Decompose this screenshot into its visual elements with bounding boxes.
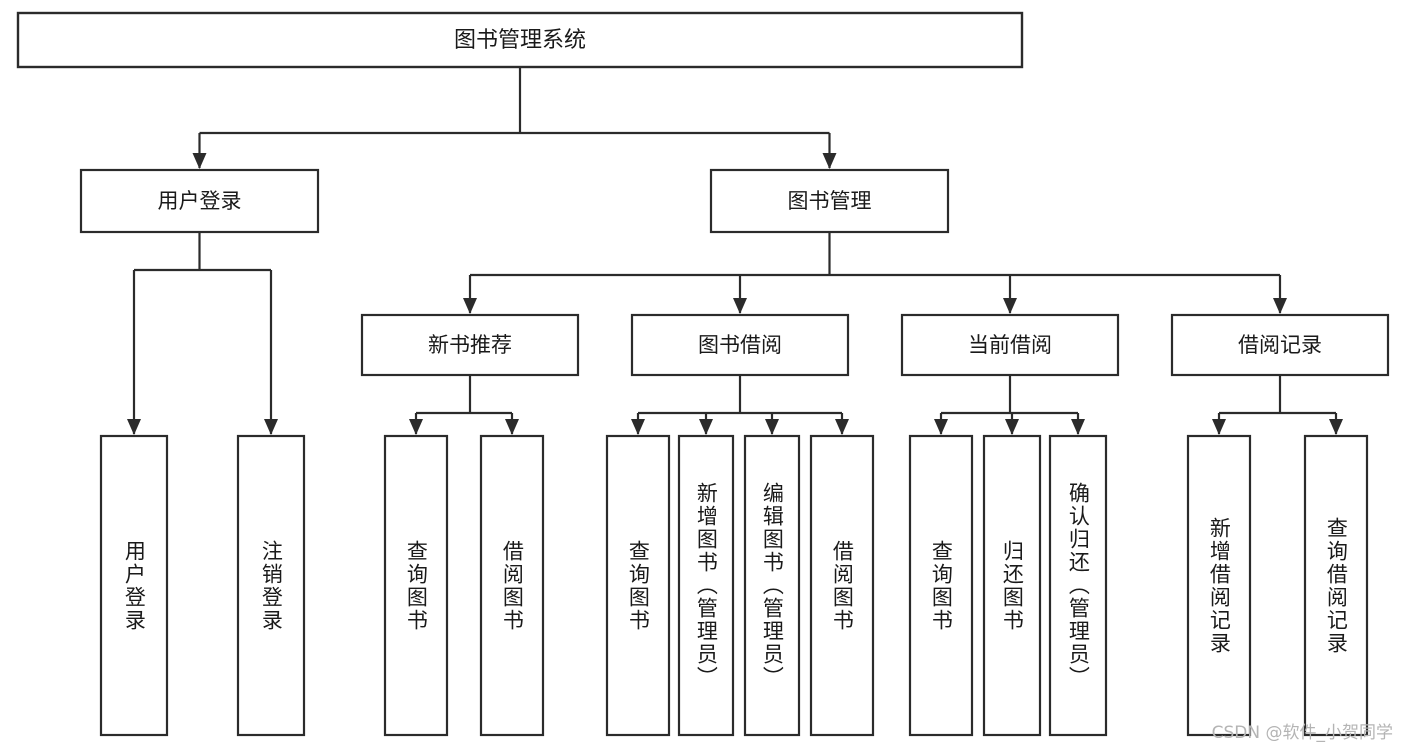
arrow-head-icon (1003, 298, 1017, 314)
arrow-head-icon (733, 298, 747, 314)
leaf-box-4[interactable] (605, 434, 671, 737)
arrow-head-icon (505, 419, 519, 435)
node-level2-box-1[interactable] (709, 168, 950, 234)
arrow-head-icon (631, 419, 645, 435)
node-level3-box-3[interactable] (1170, 313, 1390, 377)
node-level3-label-0: 新书推荐 (428, 333, 512, 357)
connectors-layer (127, 67, 1343, 435)
arrow-head-icon (1212, 419, 1226, 435)
node-level2-box-0[interactable] (79, 168, 320, 234)
leaf-box-7[interactable] (809, 434, 875, 737)
arrow-head-icon (1005, 419, 1019, 435)
leaf-box-12[interactable] (1303, 434, 1369, 737)
node-root-box[interactable] (16, 11, 1024, 69)
arrow-head-icon (463, 298, 477, 314)
arrow-head-icon (765, 419, 779, 435)
arrow-head-icon (192, 153, 207, 169)
leaf-box-1[interactable] (236, 434, 306, 737)
arrow-head-icon (1071, 419, 1085, 435)
node-level3-label-1: 图书借阅 (698, 333, 782, 357)
leaf-box-0[interactable] (99, 434, 169, 737)
arrow-head-icon (699, 419, 713, 435)
leaf-box-6[interactable] (743, 434, 801, 737)
arrow-head-icon (835, 419, 849, 435)
arrow-head-icon (934, 419, 948, 435)
arrow-head-icon (409, 419, 423, 435)
leaf-box-2[interactable] (383, 434, 449, 737)
node-level3-box-2[interactable] (900, 313, 1120, 377)
node-level3-label-3: 借阅记录 (1238, 333, 1322, 357)
arrow-head-icon (822, 153, 837, 169)
node-boxes-layer (16, 11, 1390, 737)
leaf-box-10[interactable] (1048, 434, 1108, 737)
arrow-head-icon (1329, 419, 1343, 435)
node-level3-label-2: 当前借阅 (968, 333, 1052, 357)
csdn-watermark: CSDN @软件_小贺同学 (1211, 723, 1393, 743)
node-level2-label-0: 用户登录 (158, 189, 242, 213)
leaf-box-5[interactable] (677, 434, 735, 737)
arrow-head-icon (1273, 298, 1287, 314)
node-root-label: 图书管理系统 (454, 28, 586, 53)
leaf-box-9[interactable] (982, 434, 1042, 737)
node-level2-label-1: 图书管理 (788, 189, 872, 213)
node-level3-box-0[interactable] (360, 313, 580, 377)
arrow-head-icon (264, 419, 278, 435)
leaf-box-8[interactable] (908, 434, 974, 737)
node-level3-box-1[interactable] (630, 313, 850, 377)
arrow-head-icon (127, 419, 141, 435)
leaf-box-11[interactable] (1186, 434, 1252, 737)
leaf-box-3[interactable] (479, 434, 545, 737)
